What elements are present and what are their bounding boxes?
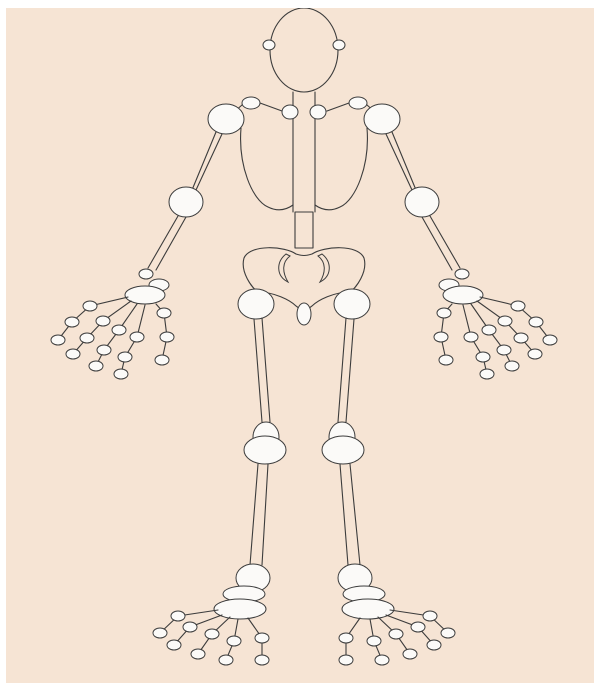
right-toe-4b [375, 655, 389, 665]
skull [270, 8, 338, 92]
neck-joint-right [310, 105, 326, 119]
right-finger-4c [480, 369, 494, 379]
left-toe-4a [227, 636, 241, 646]
right-finger-2b [514, 333, 528, 343]
left-toe-4b [219, 655, 233, 665]
right-toe-2b [427, 640, 441, 650]
right-thumb-b [434, 332, 448, 342]
left-finger-3c [89, 361, 103, 371]
right-hip-joint [334, 289, 370, 319]
right-finger-2c [528, 349, 542, 359]
left-toe-1b [153, 628, 167, 638]
right-toe-1b [441, 628, 455, 638]
right-thumb-c [439, 355, 453, 365]
right-finger-1b [529, 317, 543, 327]
right-finger-2a [498, 316, 512, 326]
right-toe-5b [339, 655, 353, 665]
right-finger-3c [505, 361, 519, 371]
left-toe-2a [183, 622, 197, 632]
right-finger-4b [476, 352, 490, 362]
left-foot-arch [214, 599, 266, 619]
left-finger-1c [51, 335, 65, 345]
left-finger-2c [66, 349, 80, 359]
left-finger-1a [83, 301, 97, 311]
right-elbow-joint [405, 187, 439, 217]
left-finger-4b [118, 352, 132, 362]
left-thumb-c [155, 355, 169, 365]
left-finger-4a [130, 332, 144, 342]
left-wrist-joint-a [139, 269, 153, 279]
left-toe-5a [255, 633, 269, 643]
right-toe-4a [367, 636, 381, 646]
left-finger-1b [65, 317, 79, 327]
right-thumb-a [437, 308, 451, 318]
right-finger-3b [497, 345, 511, 355]
left-jaw-joint [263, 40, 275, 50]
left-finger-2a [96, 316, 110, 326]
right-foot-arch [342, 599, 394, 619]
right-finger-1c [543, 335, 557, 345]
right-toe-2a [411, 622, 425, 632]
left-thumb-a [157, 308, 171, 318]
left-finger-3b [97, 345, 111, 355]
right-finger-4a [464, 332, 478, 342]
left-shoulder-joint [208, 104, 244, 134]
left-knee-lower [244, 436, 286, 464]
right-wrist-joint-a [455, 269, 469, 279]
left-elbow-joint [169, 187, 203, 217]
left-toe-3a [205, 629, 219, 639]
right-jaw-joint [333, 40, 345, 50]
right-shoulder-joint [364, 104, 400, 134]
right-toe-5a [339, 633, 353, 643]
right-toe-3a [389, 629, 403, 639]
right-finger-1a [511, 301, 525, 311]
left-clavicle-joint [242, 97, 260, 109]
left-toe-1a [171, 611, 185, 621]
left-hip-joint [238, 289, 274, 319]
right-clavicle-joint [349, 97, 367, 109]
left-toe-3b [191, 649, 205, 659]
right-toe-1a [423, 611, 437, 621]
left-finger-2b [80, 333, 94, 343]
neck-joint-left [282, 105, 298, 119]
right-finger-3a [482, 325, 496, 335]
skeleton-diagram [6, 8, 594, 683]
left-finger-4c [114, 369, 128, 379]
left-toe-5b [255, 655, 269, 665]
left-toe-2b [167, 640, 181, 650]
sacrum-joint [297, 303, 311, 325]
right-toe-3b [403, 649, 417, 659]
left-thumb-b [160, 332, 174, 342]
right-knee-lower [322, 436, 364, 464]
left-finger-3a [112, 325, 126, 335]
